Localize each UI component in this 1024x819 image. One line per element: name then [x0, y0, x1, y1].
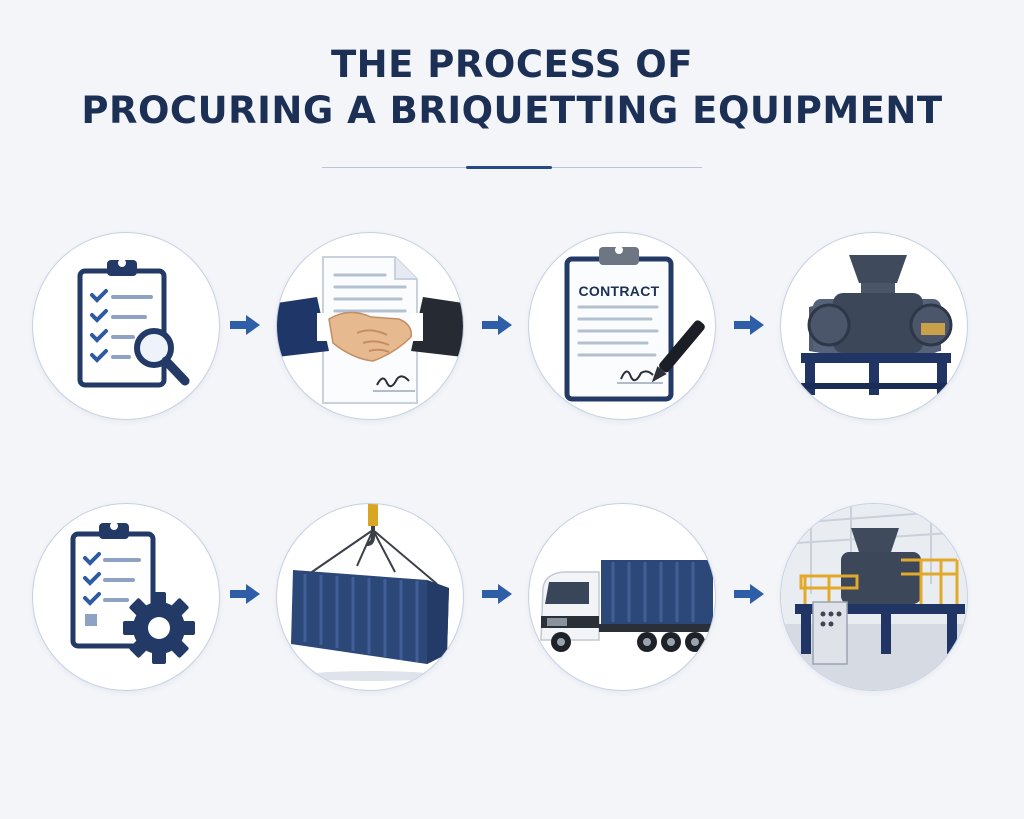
clipboard-checklist-gear-icon	[70, 522, 195, 664]
clipboard-checklist-magnifier-icon	[77, 259, 190, 388]
page-title: THE PROCESS OF PROCURING A BRIQUETTING E…	[0, 42, 1024, 134]
step-8-installation	[780, 503, 968, 691]
arrow-right-icon	[228, 313, 262, 337]
step-6-loading	[276, 503, 464, 691]
crane-lifted-container-icon	[291, 504, 449, 681]
arrow-right-icon	[732, 313, 766, 337]
arrow-right-icon	[228, 582, 262, 606]
arrow-right-icon	[480, 582, 514, 606]
container-truck-icon	[540, 560, 713, 652]
step-7-shipping	[528, 503, 716, 691]
briquetting-machine-icon	[801, 255, 953, 395]
title-line-1: THE PROCESS OF	[330, 43, 694, 86]
contract-label: CONTRACT	[578, 283, 660, 299]
arrow-right-icon	[480, 313, 514, 337]
divider-accent	[466, 166, 552, 169]
step-4-manufacturing	[780, 232, 968, 420]
step-3-contract: CONTRACT	[528, 232, 716, 420]
step-5-specification	[32, 503, 220, 691]
title-divider	[322, 166, 702, 170]
installed-machine-plant-icon	[781, 504, 967, 690]
handshake-document-icon	[277, 256, 463, 404]
step-2-negotiation	[276, 232, 464, 420]
arrow-right-icon	[732, 582, 766, 606]
signed-contract-clipboard-icon	[564, 246, 705, 402]
step-1-requirements	[32, 232, 220, 420]
title-line-2: PROCURING A BRIQUETTING EQUIPMENT	[81, 89, 943, 132]
